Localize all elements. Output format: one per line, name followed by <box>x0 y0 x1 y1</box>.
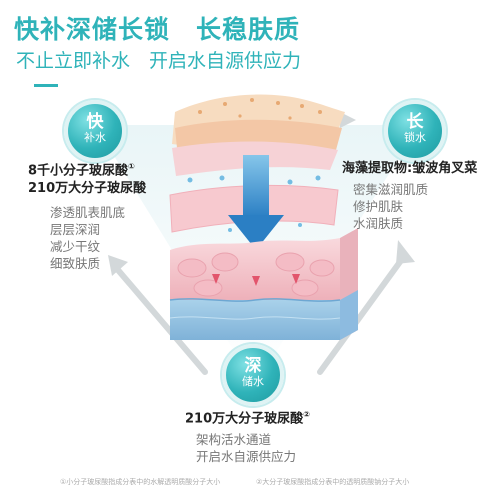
footnote-1: ①小分子玻尿酸指成分表中的水解透明质酸分子大小 <box>60 478 221 486</box>
left-ingredients: 8千小分子玻尿酸① 210万大分子玻尿酸 <box>28 158 146 198</box>
skin-cross-section <box>169 228 358 340</box>
lock-hydrate-badge: 长 锁水 <box>384 100 446 162</box>
footnote-mark-1: ① <box>128 162 135 171</box>
deep-badge-small: 储水 <box>242 375 264 388</box>
bottom-effects: 架构活水通道 开启水自源供应力 <box>196 431 296 465</box>
footnote-mark-2: ② <box>303 410 310 419</box>
right-effect-3: 水润肤质 <box>353 216 404 231</box>
quick-badge-big: 快 <box>86 112 104 132</box>
penetration-arrow <box>228 155 284 250</box>
page-subtitle: 不止立即补水 开启水自源供应力 <box>16 50 302 72</box>
right-effect-2: 修护肌肤 <box>353 199 404 214</box>
bottom-ingredient-text: 210万大分子玻尿酸 <box>185 411 304 427</box>
deep-badge-big: 深 <box>244 356 262 376</box>
quick-badge-small: 补水 <box>84 131 106 144</box>
lock-badge-small: 锁水 <box>404 131 426 144</box>
left-effects: 渗透肌表肌底 层层深润 减少干纹 细致肤质 <box>50 204 125 272</box>
lock-badge-big: 长 <box>406 112 424 132</box>
left-ingredient-1: 8千小分子玻尿酸 <box>28 163 129 179</box>
right-effect-1: 密集滋润肌质 <box>353 182 429 197</box>
bottom-ingredient: 210万大分子玻尿酸② <box>185 406 310 428</box>
skin-layers-top <box>172 94 345 176</box>
left-effect-1: 渗透肌表肌底 <box>50 205 126 220</box>
left-effect-4: 细致肤质 <box>50 256 101 271</box>
right-effects: 密集滋润肌质 修护肌肤 水润肤质 <box>353 181 428 232</box>
left-ingredient-2: 210万大分子玻尿酸 <box>28 181 147 197</box>
bottom-effect-1: 架构活水通道 <box>196 432 272 447</box>
deep-hydrate-badge: 深 储水 <box>222 344 284 406</box>
title-underline <box>34 84 58 87</box>
right-ingredient: 海藻提取物:皱波角叉菜 <box>342 161 478 176</box>
footnote-2: ②大分子玻尿酸指成分表中的透明质酸钠分子大小 <box>256 478 410 486</box>
page-title: 快补深储长锁 长稳肤质 <box>14 15 301 44</box>
left-effect-2: 层层深润 <box>50 222 101 237</box>
quick-hydrate-badge: 快 补水 <box>64 100 126 162</box>
left-effect-3: 减少干纹 <box>50 239 101 254</box>
bottom-effect-2: 开启水自源供应力 <box>196 449 297 464</box>
